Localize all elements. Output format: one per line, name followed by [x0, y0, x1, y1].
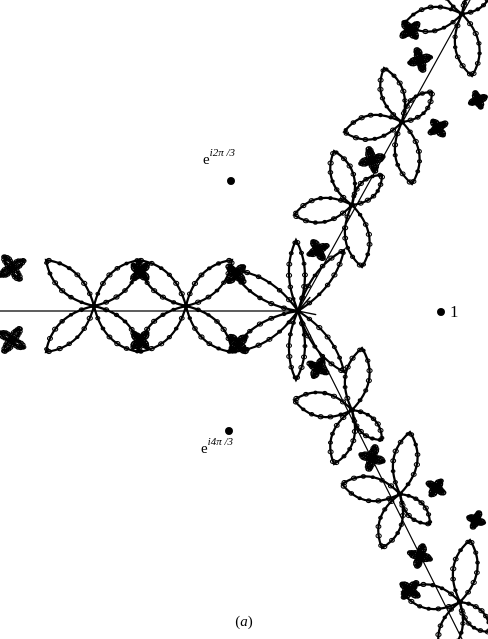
fractal-lobe: [345, 205, 370, 267]
root-point-one: [437, 308, 445, 316]
root-point-lower: [225, 427, 233, 435]
fractal-lobe: [345, 348, 370, 410]
fractal-lobe: [400, 494, 430, 524]
root-label-upper: ei2π /3: [203, 147, 236, 168]
fractal-lobe: [330, 151, 355, 205]
root-label-lower: ei4π /3: [201, 436, 234, 457]
fractal-lobe: [393, 432, 418, 494]
fractal-lobe: [344, 115, 402, 140]
figure-caption: (a): [0, 614, 488, 631]
root-point-upper: [227, 177, 235, 185]
root-label-one: 1: [450, 302, 459, 321]
fractal-lobe: [453, 540, 478, 602]
fractal-lobe: [402, 92, 432, 122]
fractal-lobe: [352, 410, 382, 440]
fractal-lobe: [294, 392, 352, 417]
